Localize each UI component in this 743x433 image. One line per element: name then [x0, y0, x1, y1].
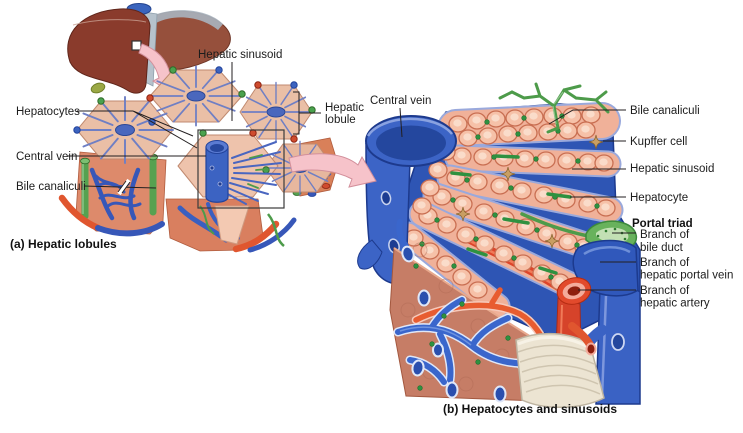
- portal-vein-branch: [572, 239, 639, 297]
- zoom-region-box: [197, 129, 285, 209]
- bile-canaliculi-dots: [419, 113, 600, 280]
- central-vein-cylinder-b: [357, 115, 457, 285]
- caption-figure-a: (a) Hepatic lobules: [10, 237, 117, 251]
- figure-a: Hepatic sinusoid Hepatocytes Central vei…: [10, 3, 364, 253]
- label-hepatocyte: Hepatocyte: [630, 192, 688, 204]
- label-hepatic-lobule-1: Hepatic: [325, 102, 364, 114]
- leader-break-mark: [117, 178, 131, 196]
- label-hepatic-sinusoid-b: Hepatic sinusoid: [630, 163, 714, 175]
- hepatocytes-leader: [77, 110, 198, 149]
- label-hepatocytes: Hepatocytes: [16, 106, 80, 118]
- label-hepatic-lobule-2: lobule: [325, 114, 356, 126]
- label-branch-bile-duct-2: bile duct: [640, 242, 684, 254]
- label-branch-portal-vein-2: hepatic portal vein: [640, 270, 733, 282]
- bile-canaliculi-leader-a: [83, 185, 157, 189]
- label-branch-artery-1: Branch of: [640, 285, 690, 297]
- figure-b: Central vein Bile canaliculi Kupffer cel…: [357, 82, 733, 416]
- bile-canaliculi-leader-b: [548, 109, 626, 125]
- label-bile-canaliculi-b: Bile canaliculi: [630, 105, 700, 117]
- label-branch-portal-vein-1: Branch of: [640, 257, 690, 269]
- label-central-vein-a: Central vein: [16, 151, 77, 163]
- boxed-lobule-detail: [197, 129, 285, 245]
- label-kupffer-cell: Kupffer cell: [630, 136, 687, 148]
- caption-figure-b: (b) Hepatocytes and sinusoids: [443, 402, 617, 416]
- vessel-openings: [401, 245, 507, 403]
- magnify-arrow-lobule-to-detail: [288, 153, 377, 188]
- central-vein-dot: [115, 124, 135, 136]
- bile-canaliculi-tree: [498, 82, 610, 134]
- label-portal-triad: Portal triad: [632, 218, 693, 230]
- label-central-vein-b: Central vein: [370, 95, 431, 107]
- label-bile-canaliculi-a: Bile canaliculi: [16, 181, 86, 193]
- gallbladder: [90, 82, 106, 94]
- locator-square: [131, 40, 142, 51]
- liver-illustration: [67, 3, 231, 94]
- label-hepatic-sinusoid-a: Hepatic sinusoid: [198, 49, 282, 61]
- bile-duct-cylinder: [515, 322, 605, 408]
- cut-wedge: [214, 205, 250, 245]
- label-branch-bile-duct-1: Branch of: [640, 229, 690, 241]
- central-vein-leader-b: [399, 107, 403, 138]
- label-branch-artery-2: hepatic artery: [640, 298, 710, 310]
- central-vein-cylinder-a: [205, 146, 229, 203]
